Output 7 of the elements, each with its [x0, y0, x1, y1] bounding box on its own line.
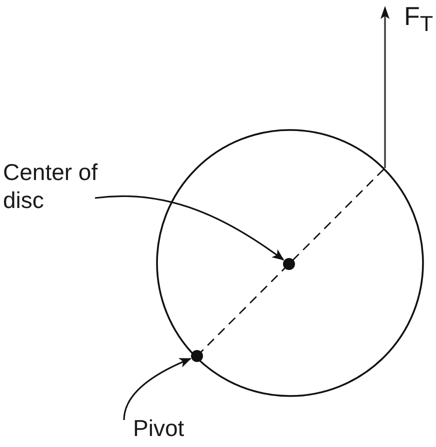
callout-label: Pivot [133, 414, 203, 442]
callout-label: Center of disc [3, 158, 133, 214]
point-dot [191, 350, 203, 362]
point-dot [283, 258, 295, 270]
force-label: F$_{T}$ [404, 2, 434, 38]
leader-line [94, 196, 284, 260]
leader-line [123, 358, 192, 420]
